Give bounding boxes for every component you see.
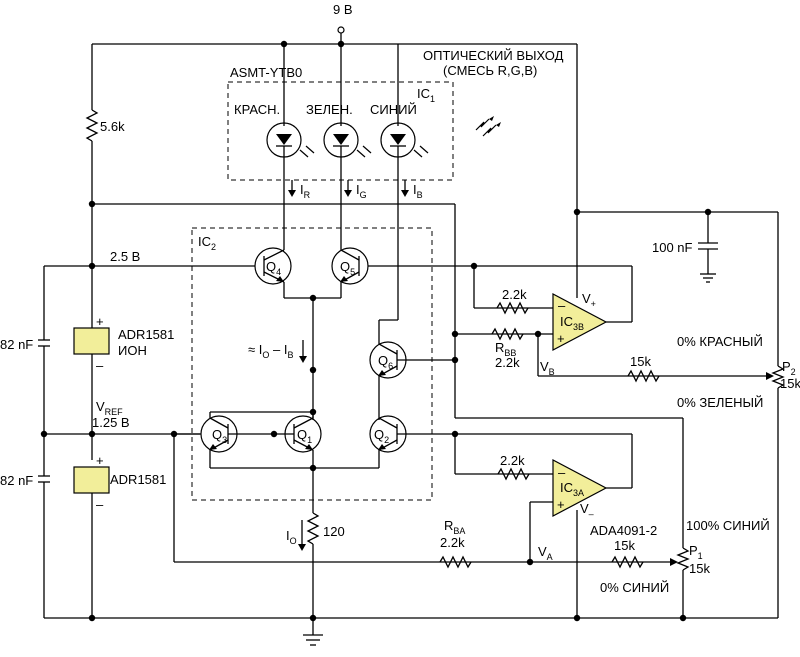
adr-top-minus: – [96, 358, 104, 373]
cap-82nf-bot-label: 82 nF [0, 473, 33, 488]
ic3a-minus: – [558, 465, 566, 480]
current-arrow-io [298, 520, 306, 551]
red-led-label: КРАСН. [234, 102, 280, 117]
resistor-2-2k-3b [496, 301, 529, 315]
green-led-label: ЗЕЛЕН. [306, 102, 353, 117]
led-part-label: ASMT-YTB0 [230, 65, 302, 80]
opamp-part-label: ADA4091-2 [590, 523, 657, 538]
resistor-rba [439, 555, 472, 569]
resistor-rbb [491, 327, 524, 341]
ic3b-plus: + [557, 331, 565, 346]
adr-bot-plus: + [96, 453, 104, 468]
q1-label: Q1 [297, 427, 312, 445]
blue-0-label: 0% СИНИЙ [600, 580, 669, 595]
r-15k-b-label: 15k [630, 354, 651, 369]
rba-value: 2.2k [440, 535, 465, 550]
vref-value: 1.25 В [92, 415, 130, 430]
ic1-label: IC1 [417, 86, 435, 104]
adr-top-label-2: ИОН [118, 343, 147, 358]
i-g-label: IG [356, 182, 367, 200]
resistor-5-6k [85, 109, 99, 142]
potentiometer-p2 [766, 360, 785, 618]
optical-output-line2: (СМЕСЬ R,G,B) [443, 63, 537, 78]
q6-label: Q6 [378, 353, 393, 371]
q3-label: Q3 [212, 427, 227, 445]
q4-label: Q4 [266, 259, 281, 277]
opamp-ic3a [552, 459, 608, 517]
adr1581-top [73, 327, 110, 355]
light-emission-icon [475, 116, 501, 137]
ic2-label: IC2 [198, 234, 216, 252]
resistor-2-2k-3a [497, 467, 530, 481]
blue-100-label: 100% СИНИЙ [686, 518, 770, 533]
adr-top-label: ADR1581 [118, 327, 174, 342]
red-0-label: 0% КРАСНЫЙ [677, 334, 763, 349]
io-minus-ib-label: ≈ IO – IB [248, 342, 293, 360]
current-arrow-ig [344, 180, 352, 197]
r-120-label: 120 [323, 524, 345, 539]
q5-label: Q5 [340, 259, 355, 277]
blue-led [380, 44, 429, 200]
ic3b-label: IC3B [560, 314, 584, 332]
ic2-boundary [191, 227, 433, 501]
adr-top-plus: + [96, 314, 104, 329]
p2-label: P2 [782, 359, 796, 377]
r-5-6k-label: 5.6k [100, 119, 125, 134]
vminus-label: V– [580, 501, 594, 519]
cap-82nf-top-label: 82 nF [0, 337, 33, 352]
r-2-2k-3b-label: 2.2k [502, 287, 527, 302]
p1-value: 15k [689, 561, 710, 576]
current-arrow-io-ib [299, 340, 307, 363]
opamp-ic3b [552, 293, 608, 351]
green-0-label: 0% ЗЕЛЕНЫЙ [677, 395, 763, 410]
p1-label: P1 [689, 543, 703, 561]
transistor-q1 [284, 415, 322, 453]
v25-label: 2.5 В [110, 249, 140, 264]
adr1581-bottom [73, 466, 110, 494]
ic3a-plus: + [557, 497, 565, 512]
resistor-15k-b [627, 369, 660, 383]
i-r-label: IR [300, 182, 311, 200]
current-arrow-ib [401, 180, 409, 197]
green-led [323, 44, 372, 200]
optical-output-line1: ОПТИЧЕСКИЙ ВЫХОД [423, 48, 564, 63]
rbb-label: RBB [495, 340, 516, 358]
r-2-2k-3a-label: 2.2k [500, 453, 525, 468]
ic3a-label: IC3A [560, 480, 584, 498]
adr-bot-minus: – [96, 497, 104, 512]
red-led [266, 44, 315, 200]
rba-label: RBA [444, 518, 465, 536]
blue-led-label: СИНИЙ [370, 102, 417, 117]
rbb-value: 2.2k [495, 355, 520, 370]
vref-label: VREF [96, 399, 123, 417]
vb-label: VB [540, 359, 555, 377]
ic3b-minus: – [558, 298, 566, 313]
p2-value: 15k [780, 376, 800, 391]
current-arrow-ir [288, 180, 296, 197]
io-label: IO [286, 528, 297, 546]
adr-bot-label: ADR1581 [110, 472, 166, 487]
supply-terminal [337, 26, 345, 34]
i-b-label: IB [413, 182, 423, 200]
potentiometer-p1 [670, 418, 690, 618]
cap-100nf-label: 100 nF [652, 240, 693, 255]
q2-label: Q2 [374, 427, 389, 445]
supply-label: 9 В [333, 2, 353, 17]
r-15k-a-label: 15k [614, 538, 635, 553]
va-label: VA [538, 544, 553, 562]
resistor-15k-a [611, 555, 644, 569]
vplus-label: V+ [582, 291, 596, 309]
resistor-120 [306, 512, 320, 545]
